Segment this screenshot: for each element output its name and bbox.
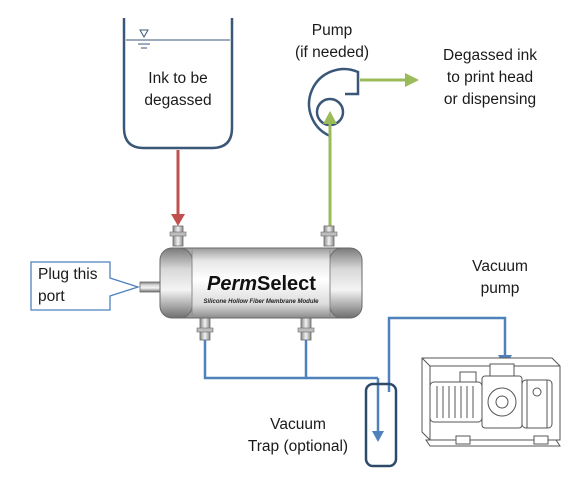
vacuum-pump-label: Vacuum pump [472, 258, 528, 297]
pump-label: Pump (if needed) [294, 22, 370, 61]
liquid-level-icon [126, 29, 230, 49]
output-label: Degassed ink to print head or dispensing [443, 47, 537, 108]
ink-feed-line [171, 150, 185, 226]
ink-tank [122, 18, 234, 150]
plug-callout [30, 261, 141, 311]
module-brand: PermSelect [207, 273, 316, 295]
pump-icon [307, 67, 360, 138]
trap-label: Vacuum Trap (optional) [247, 416, 349, 455]
membrane-module: PermSelect Silicone Hollow Fiber Membran… [139, 225, 363, 341]
module-subtitle: Silicone Hollow Fiber Membrane Module [203, 299, 319, 305]
degassed-line [323, 73, 419, 226]
vacuum-trap [364, 382, 398, 468]
plug-label: Plug this port [38, 266, 98, 305]
tank-label: Ink to be degassed [144, 70, 212, 109]
vacuum-pump-icon [421, 357, 561, 447]
